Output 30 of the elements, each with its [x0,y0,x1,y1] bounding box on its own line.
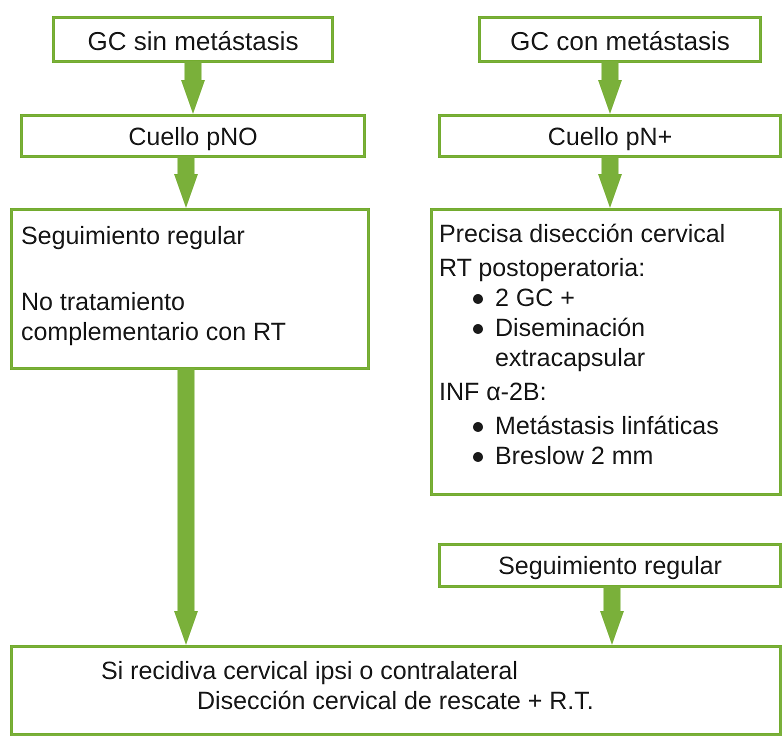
bullet-item: 2 GC + [439,283,773,313]
arrow [600,588,624,645]
heading-text: GC con metástasis [509,26,731,56]
box-text: Seguimiento regular [21,221,246,251]
process-box [20,114,366,158]
box-text: Si recidiva cervical ipsi o contralateral [101,656,519,686]
process-box [430,208,782,496]
bullet-item: Breslow 2 mm [439,441,773,471]
process-box [10,208,370,370]
process-box [10,645,782,736]
arrow [174,158,198,208]
bullet-item: Metástasis linfáticas [439,411,773,441]
bullet-item: Diseminación extracapsular [439,313,773,373]
arrow [174,370,198,645]
box-text: RT postoperatoria: [439,253,646,283]
box-text: Cuello pN+ [546,122,674,152]
box-text: Cuello pNO [127,122,259,152]
box-text: No tratamiento complementario con RT [21,287,287,347]
box-text: Seguimiento regular [497,551,723,581]
box-text: Disección cervical de rescate + R.T. [197,686,595,716]
box-text: Precisa disección cervical [439,219,726,249]
process-box [438,114,782,158]
heading-box [52,16,334,63]
process-box [438,543,782,588]
heading-text: GC sin metástasis [86,26,300,56]
arrow [181,63,205,114]
arrow [598,63,622,114]
arrow [598,158,622,208]
box-text: INF α-2B: [439,377,548,407]
heading-box [478,16,762,63]
